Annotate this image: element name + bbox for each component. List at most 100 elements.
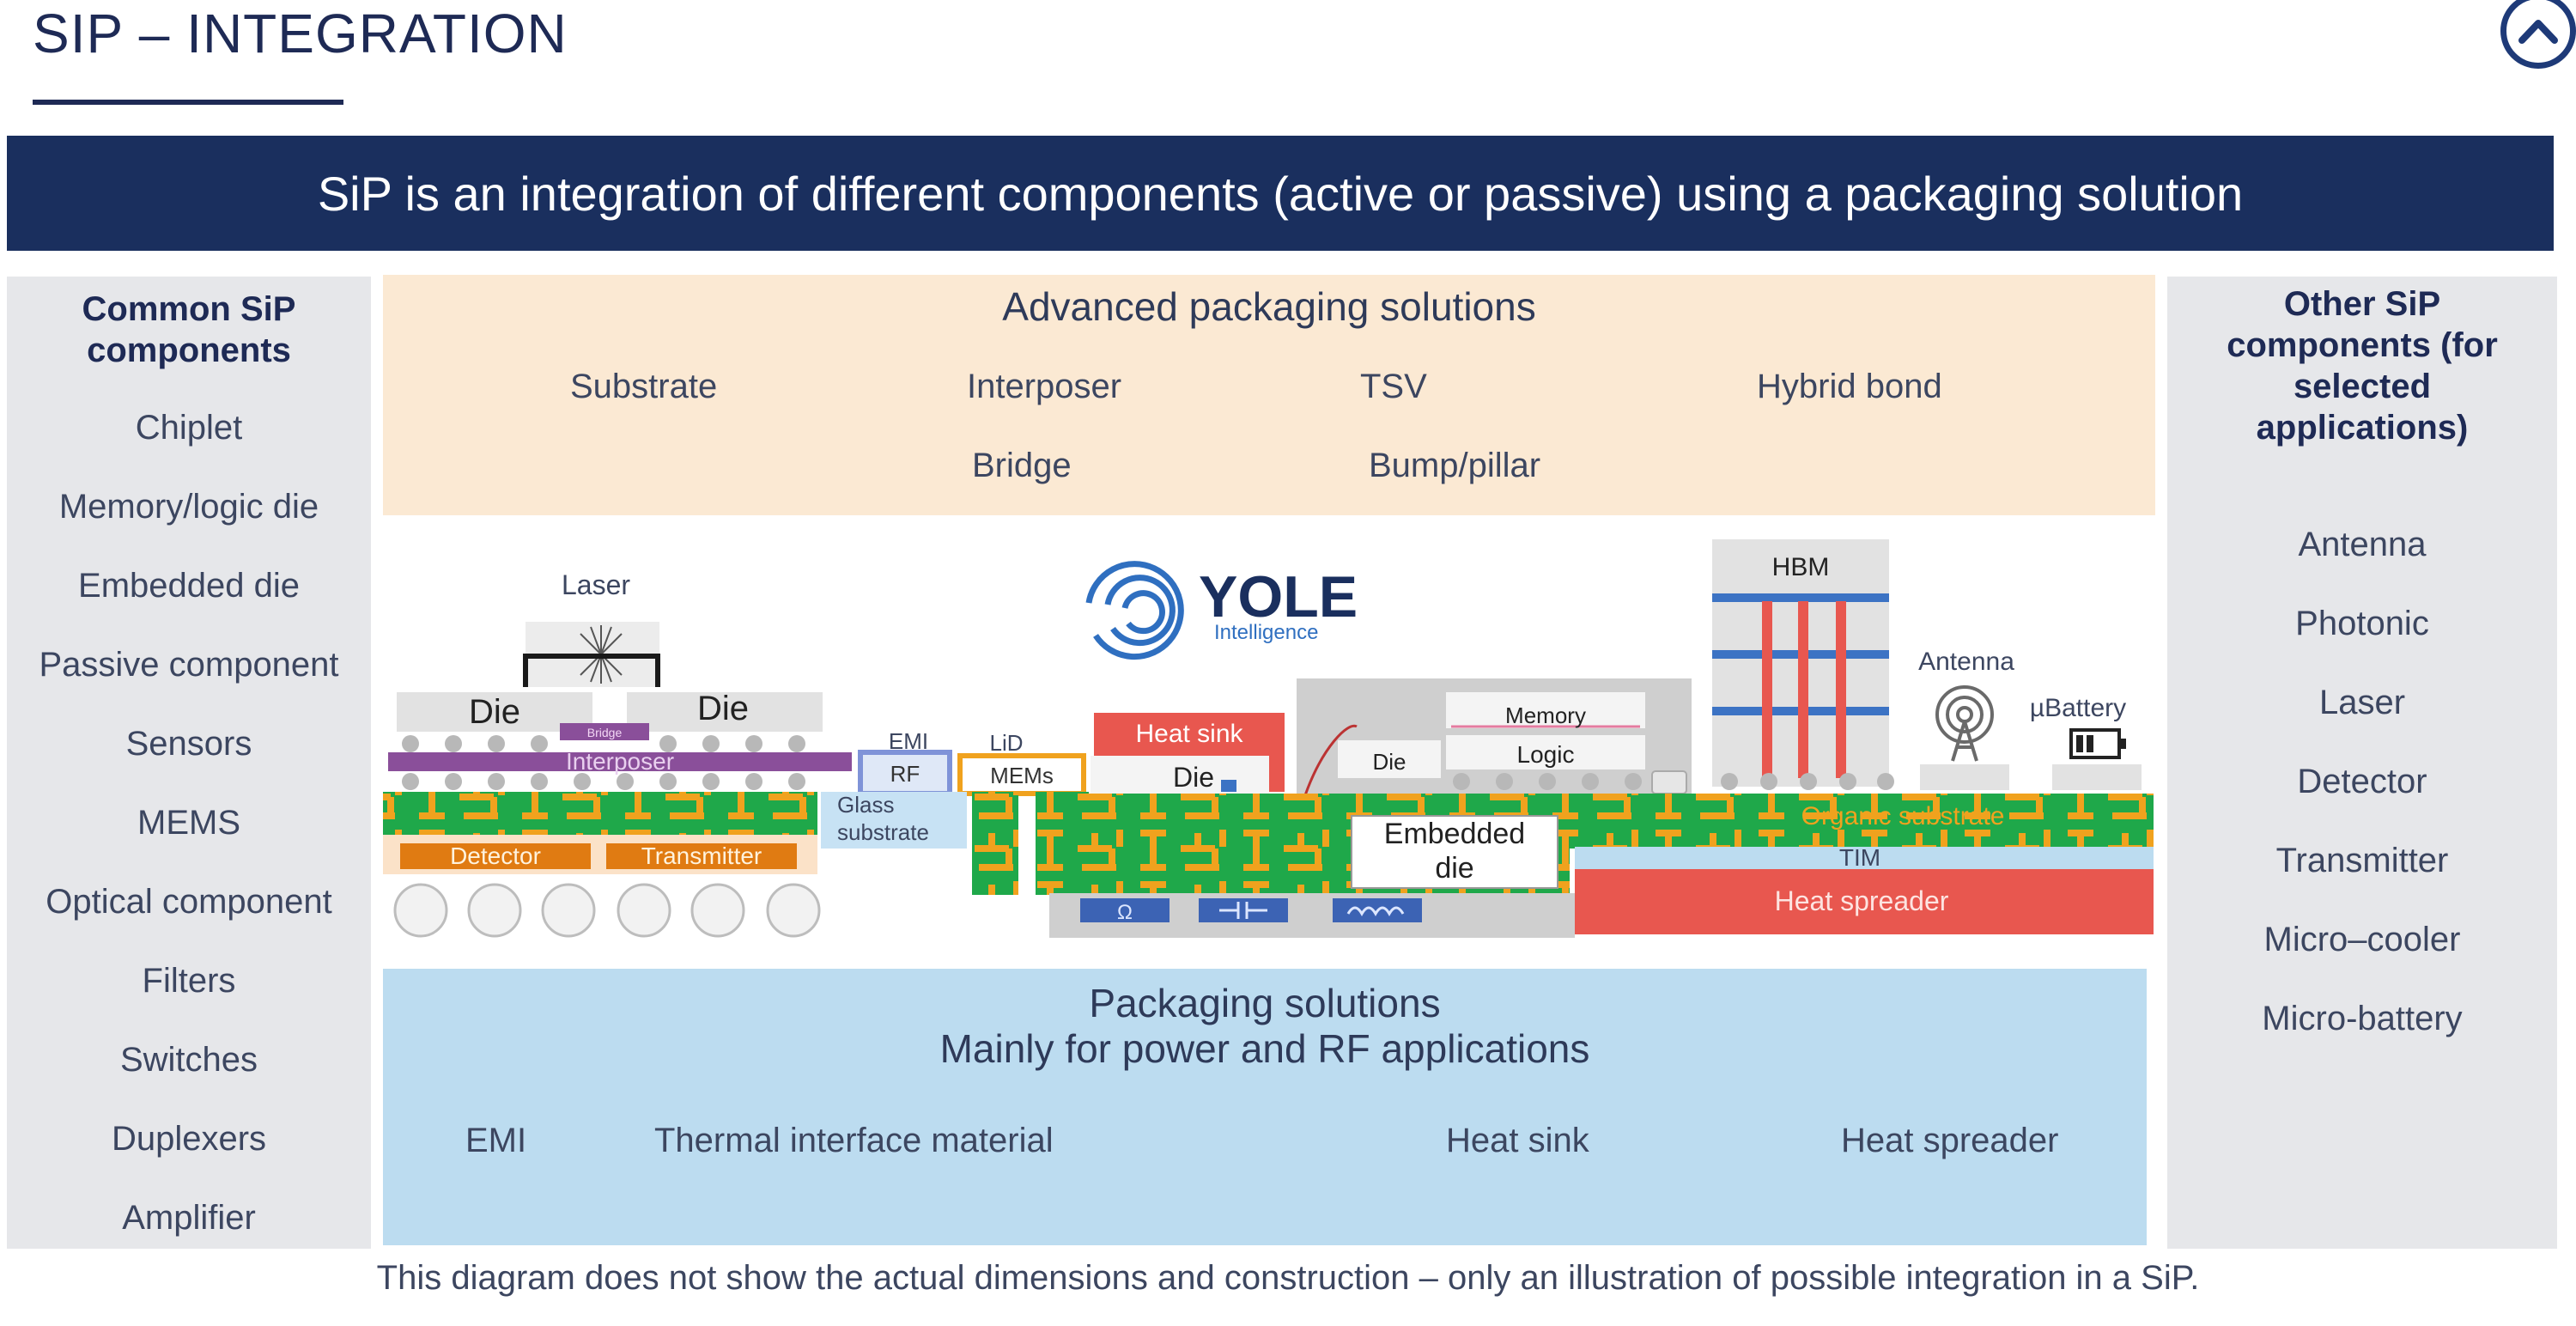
- list-item: Chiplet: [135, 409, 243, 447]
- die-right: [627, 692, 823, 732]
- center-module: Heat sink Die Die Memory Logic: [1091, 678, 1692, 799]
- die-center-pad: [1221, 780, 1236, 792]
- logic-label: Logic: [1517, 741, 1575, 768]
- yole-logo-sub: Intelligence: [1214, 621, 1318, 644]
- resistor-icon: [1080, 898, 1170, 922]
- yole-logo-name: YOLE: [1199, 564, 1358, 630]
- title-underline: [33, 100, 343, 105]
- memory-label: Memory: [1505, 703, 1586, 728]
- solder-balls: [393, 883, 821, 938]
- capacitor-icon: [1199, 898, 1288, 922]
- embedded-die-label-1: Embedded: [1384, 818, 1525, 850]
- list-item: Optical component: [46, 883, 332, 921]
- list-item: Memory/logic die: [58, 488, 319, 526]
- packaging-title-line2: Mainly for power and RF applications: [939, 1025, 1590, 1071]
- antenna-icon: [1935, 685, 1994, 762]
- adv-item-hybrid-bond: Hybrid bond: [1757, 368, 1942, 405]
- passive-components: Ω: [1080, 898, 1422, 924]
- common-components-panel: Common SiP components Chiplet Memory/log…: [7, 277, 371, 1249]
- pkg-item-emi: EMI: [465, 1122, 527, 1159]
- list-item: Antenna: [2298, 526, 2427, 563]
- transmitter-label: Transmitter: [641, 842, 762, 869]
- list-item: Switches: [119, 1041, 258, 1079]
- memory-die: [1446, 692, 1645, 728]
- adv-item-bridge: Bridge: [972, 447, 1072, 484]
- bumps-left: [402, 735, 805, 790]
- embedded-die: [1351, 815, 1558, 889]
- list-item: Laser: [2318, 684, 2406, 721]
- laser-bracket: [523, 654, 660, 687]
- glass-substrate: [821, 792, 967, 849]
- battery-base: [2052, 764, 2142, 790]
- list-item: Photonic: [2295, 605, 2429, 642]
- detector: [400, 843, 591, 869]
- interposer-label: Interposer: [566, 748, 674, 775]
- list-item: MEMS: [137, 804, 240, 842]
- battery-icon: [2069, 728, 2126, 759]
- packaging-solutions-title: Packaging solutions Mainly for power and…: [383, 981, 2147, 1072]
- common-components-title: Common SiP components: [82, 290, 296, 369]
- die-left-label: Die: [469, 693, 520, 731]
- glass-substrate-label-1: Glass: [837, 792, 894, 818]
- antenna-label: Antenna: [1918, 648, 2014, 676]
- hbm-label: HBM: [1772, 553, 1830, 581]
- bridge-label: Bridge: [587, 726, 623, 739]
- pkg-item-heat-sink: Heat sink: [1446, 1122, 1589, 1159]
- laser-label: Laser: [562, 569, 630, 600]
- antenna-base: [1920, 764, 2009, 790]
- bridge: [560, 723, 649, 740]
- banner: SiP is an integration of different compo…: [7, 136, 2554, 251]
- wire-bond: [1303, 724, 1358, 796]
- list-item: Passive component: [39, 646, 339, 684]
- hbm-tsvs: [1762, 601, 1846, 778]
- advanced-packaging-box: Advanced packaging solutions Substrate I…: [383, 275, 2155, 515]
- heat-sink-label: Heat sink: [1135, 720, 1243, 748]
- page-title: SIP – INTEGRATION: [33, 3, 568, 64]
- detector-label: Detector: [450, 842, 541, 869]
- right-module: HBM Antenna µBattery TIM Heat spreader: [1575, 539, 2154, 934]
- rf-label: RF: [890, 761, 920, 787]
- list-item: Micro–cooler: [2263, 921, 2461, 958]
- svg-text:Ω: Ω: [1117, 901, 1133, 924]
- substrate-cavity-left: [972, 792, 1018, 895]
- embedded-die-label-2: die: [1435, 852, 1473, 885]
- other-components-title: Other SiP components (for selected appli…: [2227, 285, 2498, 447]
- bumps-right: [1721, 773, 1894, 790]
- footnote: This diagram does not show the actual di…: [376, 1259, 2200, 1297]
- list-item: Amplifier: [122, 1199, 256, 1237]
- list-item: Embedded die: [78, 567, 300, 605]
- scroll-up-button[interactable]: [2500, 0, 2576, 69]
- sensor-icon: [1651, 770, 1687, 794]
- die-right-label: Die: [697, 690, 749, 727]
- organic-substrate-label: Organic substrate: [1801, 802, 2005, 830]
- adv-item-tsv: TSV: [1360, 368, 1427, 405]
- tim-layer: [1575, 847, 2154, 869]
- adv-item-substrate: Substrate: [570, 368, 718, 405]
- die-center-label: Die: [1173, 762, 1214, 793]
- left-module: Laser Die Die Bridge Interposer Detector…: [383, 569, 852, 938]
- list-item: Micro-battery: [2262, 1000, 2463, 1037]
- pkg-item-tim: Thermal interface material: [654, 1122, 1054, 1159]
- list-item: Detector: [2297, 763, 2427, 800]
- list-item: Sensors: [125, 725, 252, 763]
- packaging-solutions-box: Packaging solutions Mainly for power and…: [383, 969, 2147, 1245]
- interposer: [388, 752, 852, 771]
- bumps-center: [1453, 773, 1642, 790]
- list-item: Duplexers: [111, 1120, 267, 1158]
- advanced-packaging-title: Advanced packaging solutions: [1002, 284, 1536, 329]
- yole-logo-mark: [1085, 561, 1184, 660]
- tim-label: TIM: [1839, 844, 1880, 871]
- middle-left-module: EMI RF LiD MEMs Glass substrate: [821, 728, 1089, 895]
- glass-substrate-label-2: substrate: [837, 819, 929, 845]
- battery-label: µBattery: [2030, 694, 2126, 722]
- lid-label: LiD: [989, 730, 1023, 756]
- packaging-title-line1: Packaging solutions: [1089, 981, 1441, 1025]
- die-mold-label: Die: [1372, 749, 1406, 775]
- substrate-cavity-right: [1036, 792, 1089, 895]
- adv-item-bump-pillar: Bump/pillar: [1369, 447, 1541, 484]
- adv-item-interposer: Interposer: [967, 368, 1122, 405]
- mems-lid: [957, 753, 1086, 796]
- list-item: Filters: [142, 962, 236, 1000]
- heat-spreader-label: Heat spreader: [1775, 885, 1949, 916]
- heat-spreader: [1575, 869, 2154, 934]
